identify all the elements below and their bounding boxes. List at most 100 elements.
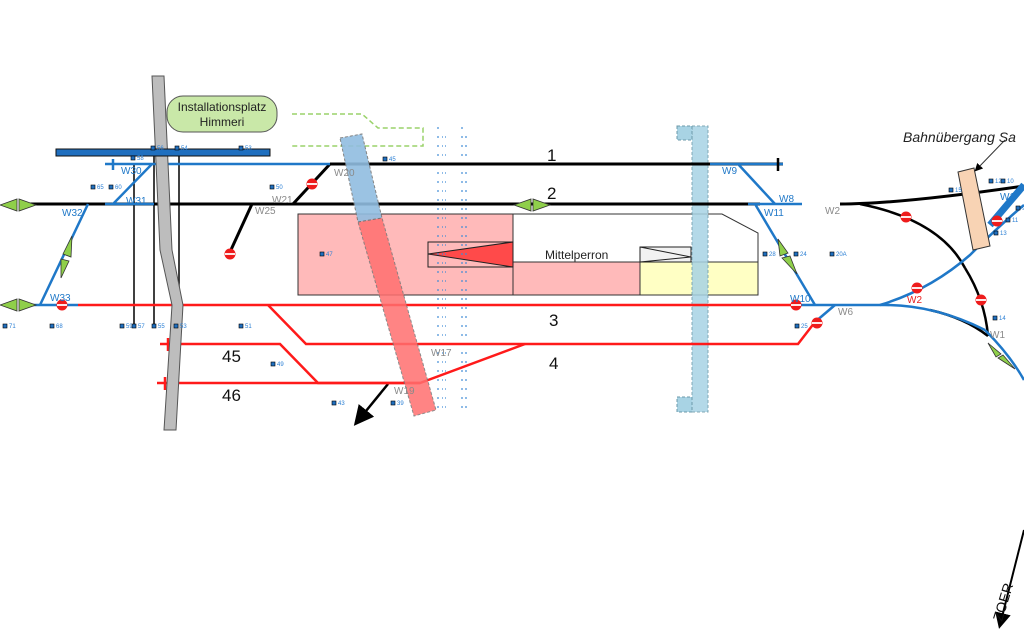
marker-label: 45 <box>389 157 396 163</box>
switch-label-w2-red: W2 <box>907 295 922 306</box>
signal-icon[interactable] <box>811 317 823 329</box>
tracks-red <box>78 303 816 390</box>
crossing-box <box>957 167 991 251</box>
marker: 55 <box>151 323 165 330</box>
double-arrow-icon <box>0 298 38 312</box>
signals <box>56 178 1003 329</box>
marker-label: 14 <box>999 316 1006 322</box>
marker: 15 <box>948 187 962 194</box>
marker: 57 <box>131 323 145 330</box>
switch-label-w20: W20 <box>334 168 355 179</box>
marker: 54 <box>174 145 188 152</box>
curve-lower <box>929 308 989 337</box>
marker-label: 55 <box>158 324 165 330</box>
marker: 43 <box>331 400 345 407</box>
dotted-line <box>459 126 463 411</box>
signal-icon[interactable] <box>975 294 987 306</box>
signal-icon[interactable] <box>56 299 68 311</box>
marker-label: 65 <box>97 185 104 191</box>
bridge-slanted <box>339 133 437 417</box>
installation-label-2: Himmeri <box>200 115 245 129</box>
marker: 14 <box>992 315 1006 322</box>
marker-label: 68 <box>56 324 63 330</box>
w25-spur <box>228 203 254 253</box>
dotted-line <box>442 129 446 411</box>
zoer-arrow <box>995 529 1024 629</box>
marker-label: 12 <box>995 179 1002 185</box>
marker: 47 <box>319 251 333 258</box>
direction-arrows <box>0 198 1016 370</box>
marker-label: 20A <box>836 252 847 258</box>
signal-icon[interactable] <box>991 215 1003 227</box>
marker: 9 <box>1015 205 1024 212</box>
marker: 28 <box>762 251 776 258</box>
track-label-3: 3 <box>549 311 558 330</box>
marker: 53 <box>173 323 187 330</box>
marker-label: 15 <box>955 188 962 194</box>
ramp-wedge-right <box>639 246 692 263</box>
switch-label-w10: W10 <box>790 294 811 305</box>
marker-label: 11 <box>1012 218 1019 224</box>
signal-icon[interactable] <box>911 282 923 294</box>
marker: 13 <box>993 230 1007 237</box>
marker-label: 13 <box>1000 231 1007 237</box>
switch-label-w32: W32 <box>62 208 83 219</box>
marker: 45 <box>382 156 396 163</box>
track-label-46: 46 <box>222 386 241 405</box>
w19-spur-arrow <box>353 383 389 426</box>
level-crossing: Bahnübergang Sa <box>903 129 1016 251</box>
marker-label: 10 <box>1007 179 1014 185</box>
marker-label: 43 <box>338 401 345 407</box>
switch-label-w1-top: W1 <box>1000 192 1015 203</box>
track-label-45: 45 <box>222 347 241 366</box>
marker-label: 60 <box>115 185 122 191</box>
marker-label: 24 <box>800 252 807 258</box>
marker: 59 <box>119 323 133 330</box>
marker: 12 <box>988 178 1002 185</box>
switch-label-w30: W30 <box>121 166 142 177</box>
platform-zone-pink-bottom <box>512 261 641 296</box>
signal-icon[interactable] <box>790 299 802 311</box>
installation-site[interactable]: Installationsplatz Himmeri <box>166 95 278 133</box>
track-labels: 1 2 3 4 45 46 <box>222 146 558 405</box>
double-arrow-icon <box>777 238 798 275</box>
signal-icon[interactable] <box>306 178 318 190</box>
installation-label-1: Installationsplatz <box>178 100 267 114</box>
track-45 <box>160 342 526 385</box>
platform-label: Mittelperron <box>545 248 608 262</box>
ramp-wedge <box>427 241 514 268</box>
switch-label-w21: W21 <box>272 195 293 206</box>
bridge-right <box>676 125 709 413</box>
w30-w31-diagonal <box>112 163 153 205</box>
marker: 39 <box>390 400 404 407</box>
signal-icon[interactable] <box>224 248 236 260</box>
crossing-label: Bahnübergang Sa <box>903 129 1016 145</box>
double-arrow-icon <box>60 235 73 279</box>
switch-label-w19: W19 <box>394 386 415 397</box>
w9-w8-diagonal <box>737 163 776 205</box>
marker: 25 <box>794 323 808 330</box>
destination-label: ZOER <box>990 581 1017 623</box>
track-label-4: 4 <box>549 354 558 373</box>
marker: 10 <box>1000 178 1014 185</box>
marker: 24 <box>793 251 807 258</box>
dotted-lines <box>436 126 469 411</box>
crossing-pointer <box>974 139 1006 172</box>
marker-label: 53 <box>245 146 252 152</box>
track-2-east <box>839 184 1024 206</box>
double-arrow-icon <box>0 198 38 212</box>
track-4 <box>267 304 816 346</box>
switch-label-w11: W11 <box>764 208 784 219</box>
switch-labels: W30 W31 W32 W33 W21 W25 W20 W17 W19 W9 W… <box>50 166 1015 397</box>
marker: 60 <box>108 184 122 191</box>
marker-label: 28 <box>769 252 776 258</box>
marker: 68 <box>49 323 63 330</box>
marker-label: 50 <box>276 185 283 191</box>
marker-label: 71 <box>9 324 16 330</box>
marker-label: 57 <box>138 324 145 330</box>
signal-icon[interactable] <box>900 211 912 223</box>
marker: 53 <box>238 145 252 152</box>
switch-label-w6: W6 <box>838 307 853 318</box>
platform-bar-west <box>55 148 271 157</box>
